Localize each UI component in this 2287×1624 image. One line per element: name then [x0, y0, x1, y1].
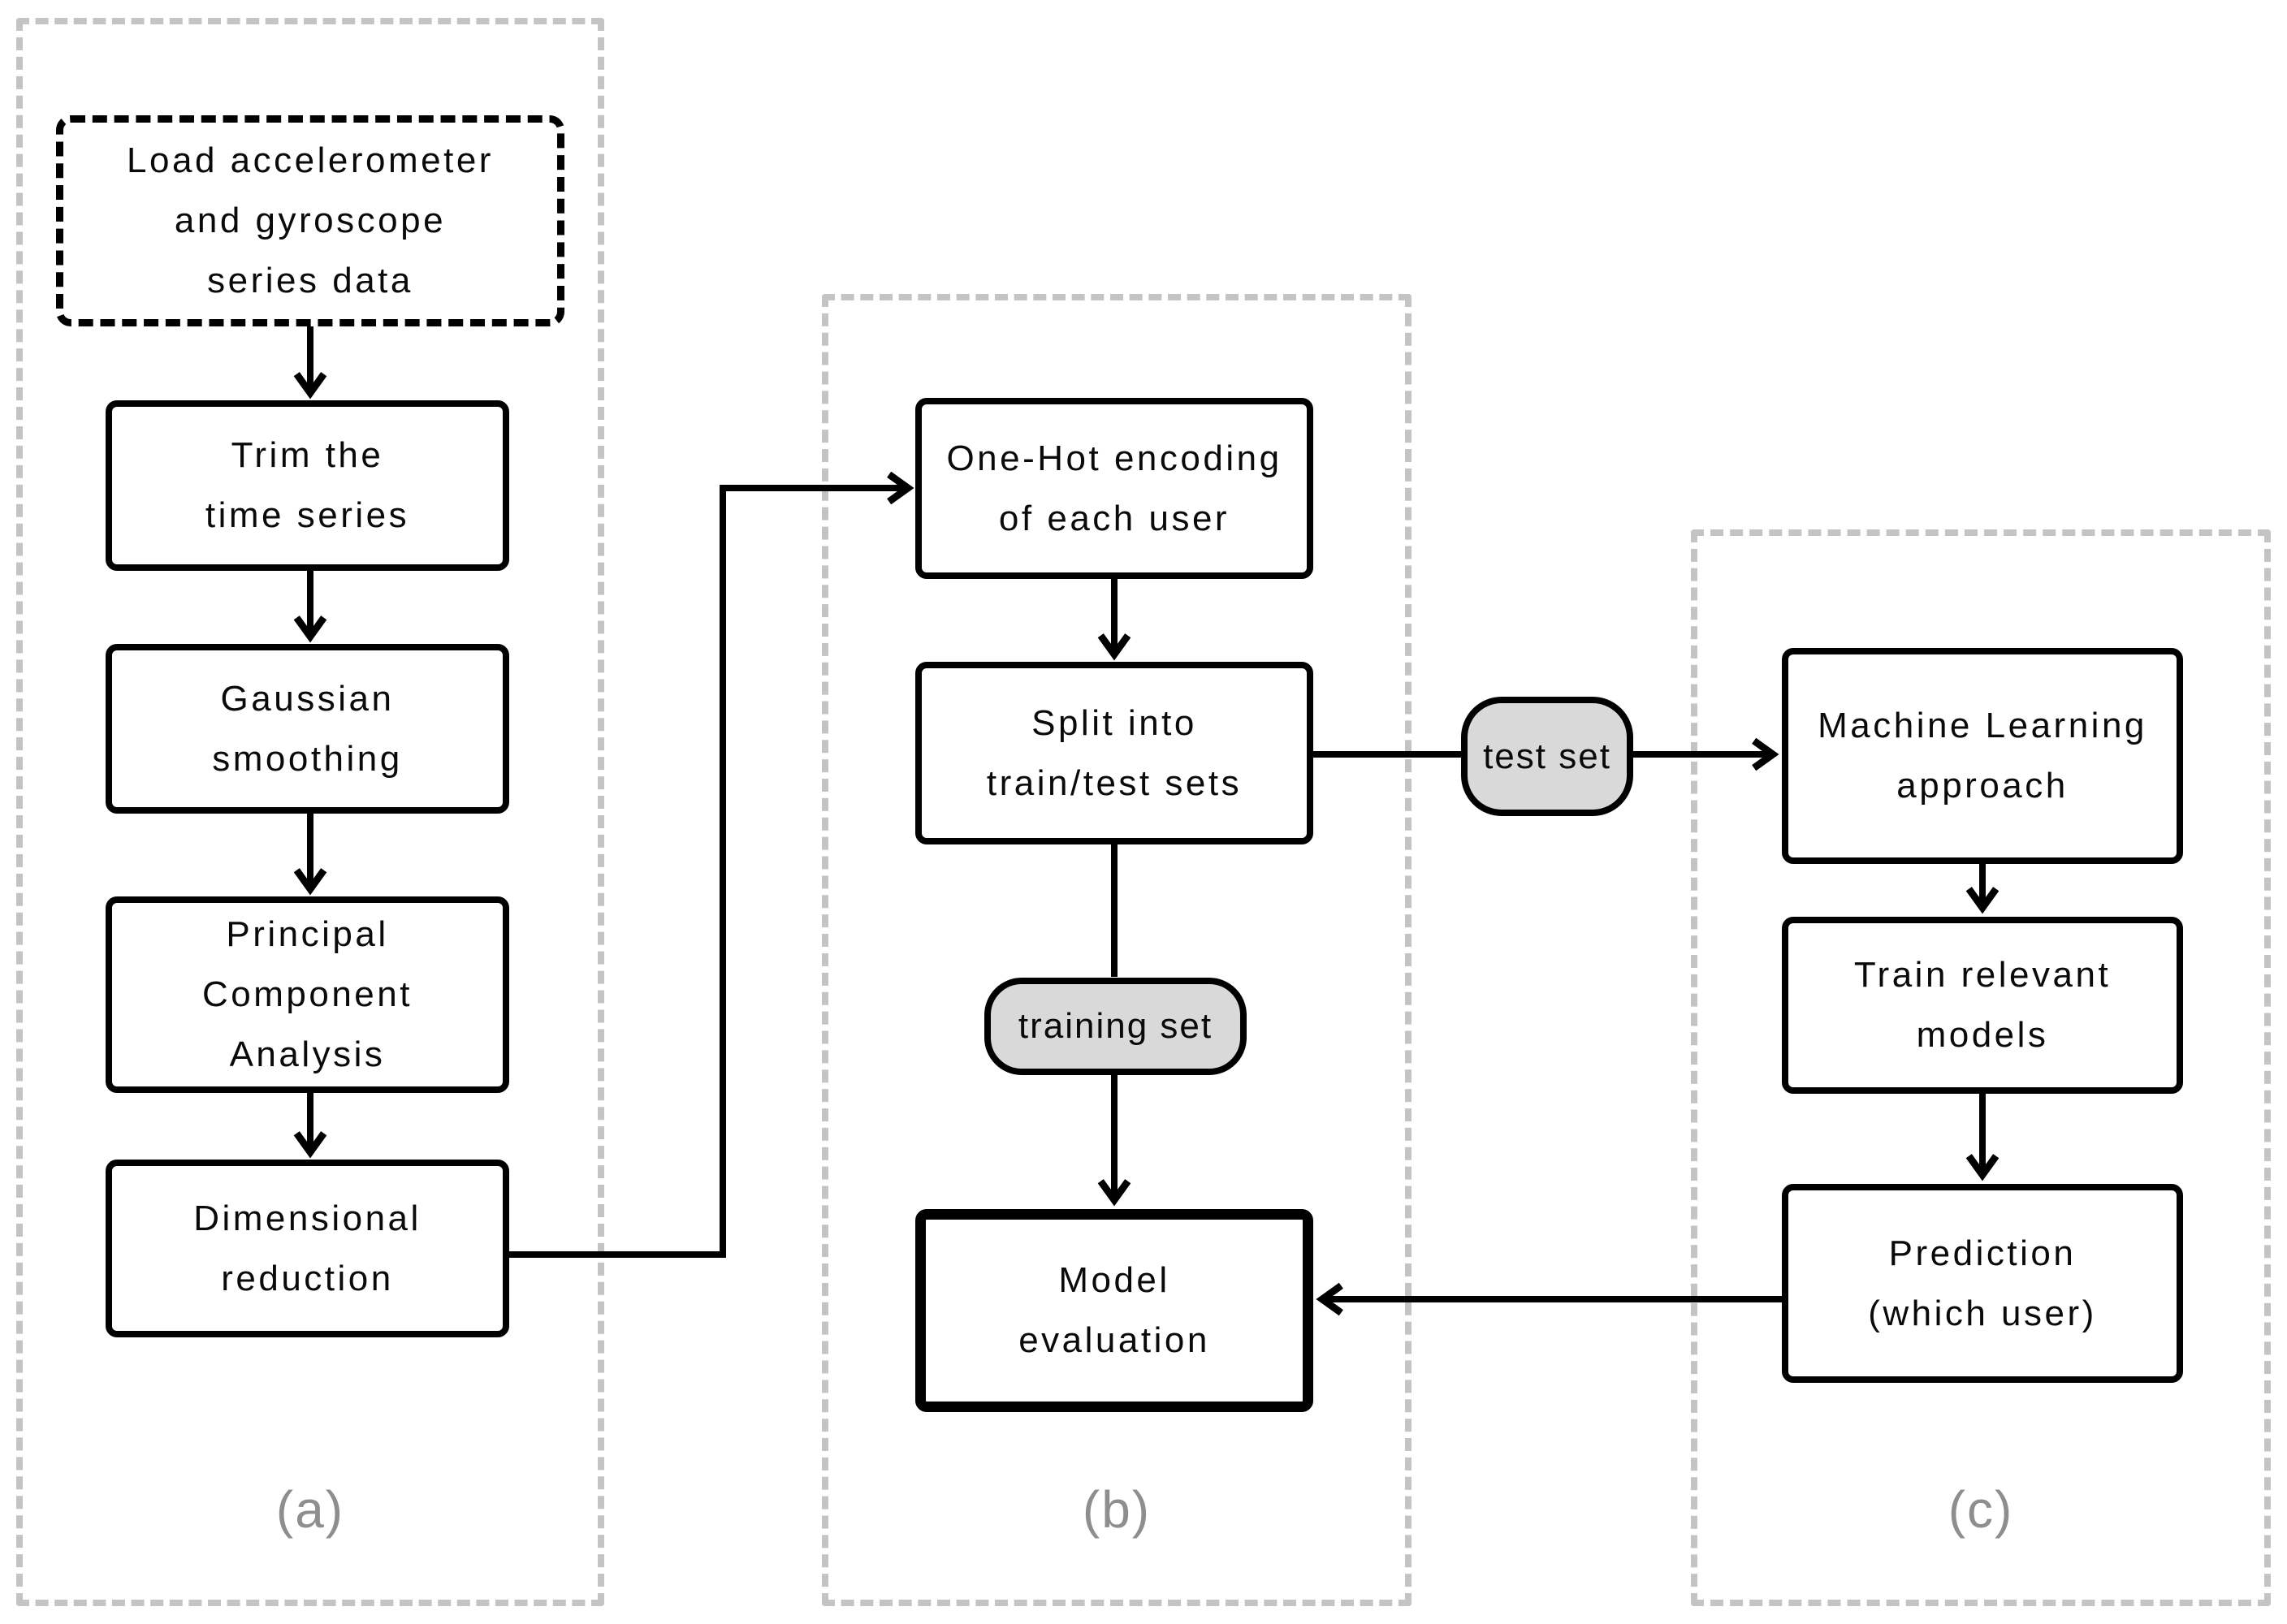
node-modeleval-line2: evaluation: [1018, 1320, 1210, 1360]
edge-label-test-set: test set: [1461, 697, 1633, 816]
node-split-train-test: Split into train/test sets: [915, 662, 1313, 844]
node-onehot-encoding: One-Hot encoding of each user: [915, 398, 1313, 579]
group-a-frame: [16, 18, 604, 1606]
node-pca-line2: Component: [202, 974, 413, 1014]
node-split-line2: train/test sets: [986, 762, 1243, 803]
group-b-label: (b): [1082, 1480, 1152, 1539]
node-split-line1: Split into: [1031, 702, 1197, 743]
test-set-label: test set: [1483, 736, 1611, 776]
training-set-label: training set: [1018, 1006, 1213, 1046]
node-pca-line1: Principal: [226, 914, 389, 954]
node-gaussian-smoothing: Gaussian smoothing: [106, 644, 509, 814]
node-trim-line2: time series: [205, 495, 410, 535]
node-gaussian-line1: Gaussian: [220, 678, 395, 719]
node-trainmodels-line2: models: [1916, 1015, 2049, 1055]
node-ml-line2: approach: [1896, 766, 2069, 806]
node-gaussian-line2: smoothing: [212, 738, 403, 779]
node-load-line1: Load accelerometer: [127, 140, 494, 180]
node-ml-line1: Machine Learning: [1818, 706, 2147, 745]
node-load-line2: and gyroscope: [174, 201, 447, 240]
node-dimred-line2: reduction: [221, 1258, 394, 1298]
node-train-relevant-models: Train relevant models: [1782, 917, 2183, 1094]
node-pca: Principal Component Analysis: [106, 896, 509, 1093]
node-onehot-line1: One-Hot encoding: [946, 438, 1282, 478]
node-trim-time-series: Trim the time series: [106, 400, 509, 571]
node-modeleval-line1: Model: [1058, 1260, 1170, 1300]
group-a-label: (a): [275, 1480, 345, 1539]
group-c-frame: [1691, 529, 2271, 1606]
node-prediction: Prediction (which user): [1782, 1184, 2183, 1383]
arrow-dimred-to-onehot: [509, 471, 914, 1258]
edge-label-training-set: training set: [984, 978, 1247, 1075]
node-load-line3: series data: [207, 261, 413, 300]
node-load-data: Load accelerometer and gyroscope series …: [56, 115, 564, 326]
node-trim-line1: Trim the: [231, 435, 384, 475]
node-ml-approach: Machine Learning approach: [1782, 648, 2183, 864]
node-dimred-line1: Dimensional: [193, 1198, 422, 1238]
node-model-evaluation: Model evaluation: [915, 1209, 1313, 1412]
node-trainmodels-line1: Train relevant: [1853, 955, 2112, 995]
node-prediction-line1: Prediction: [1888, 1233, 2077, 1273]
node-prediction-line2: (which user): [1868, 1293, 2097, 1333]
node-pca-line3: Analysis: [229, 1034, 386, 1074]
node-dimensional-reduction: Dimensional reduction: [106, 1160, 509, 1337]
group-b-frame: [822, 294, 1412, 1606]
node-onehot-line2: of each user: [998, 498, 1230, 538]
group-c-label: (c): [1948, 1480, 2014, 1539]
